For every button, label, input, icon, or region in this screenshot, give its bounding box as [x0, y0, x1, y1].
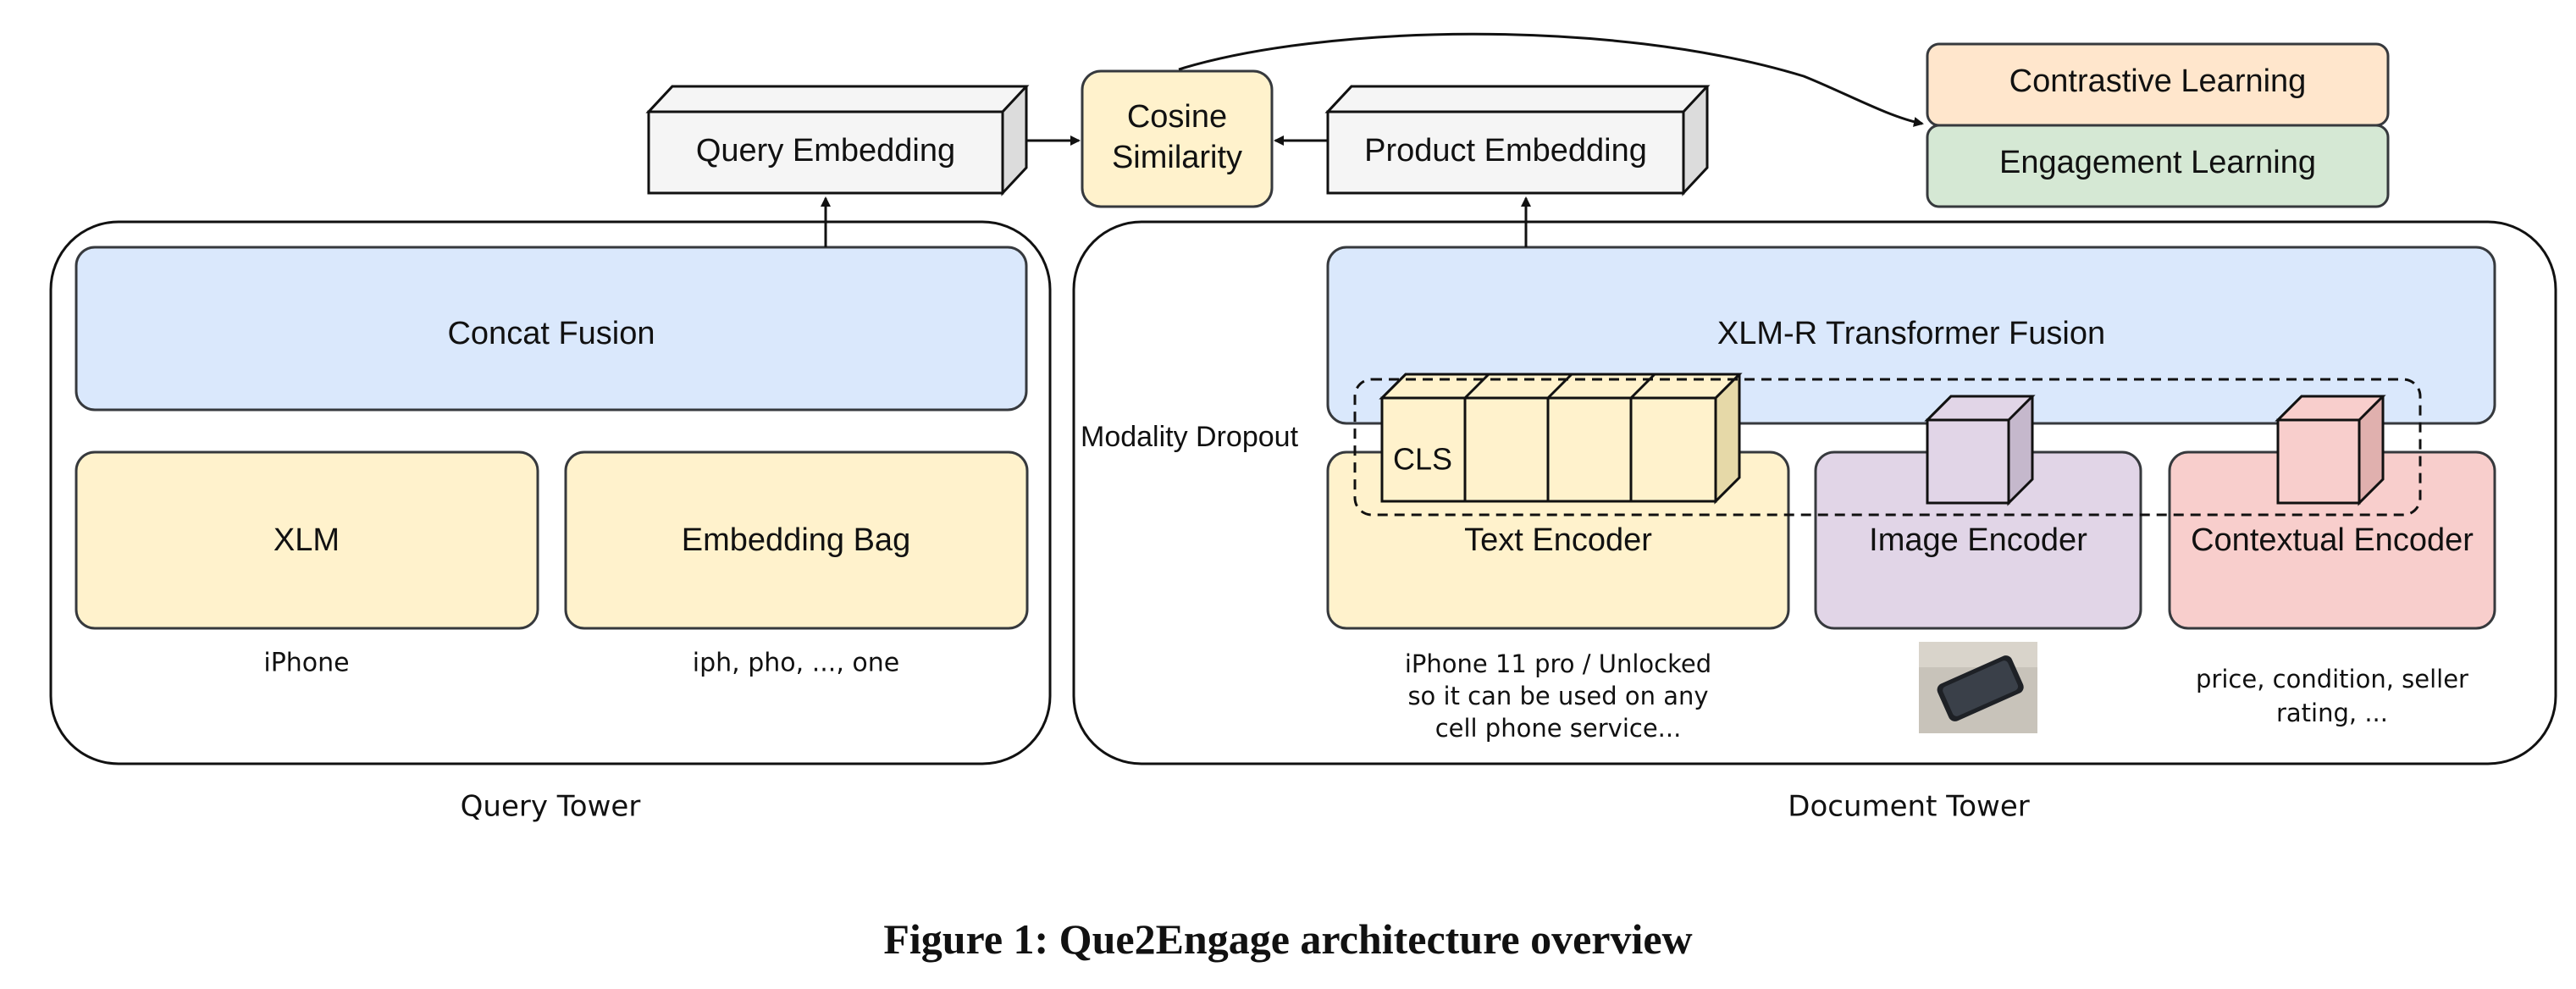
- query-embedding-label: Query Embedding: [696, 133, 955, 169]
- product-embedding-label: Product Embedding: [1364, 133, 1647, 169]
- query-embedding-box: [645, 85, 1030, 196]
- text-input-line: iPhone 11 pro / Unlocked: [1405, 649, 1711, 678]
- product-photo: [1919, 642, 2037, 733]
- embedding-bag-box: [564, 450, 1029, 630]
- product-embedding-box: [1324, 85, 1711, 196]
- cosine-similarity-line: Cosine: [1127, 99, 1227, 135]
- cosine-similarity-box: [1081, 69, 1274, 208]
- query-ngram-input-text: iph, pho, ..., one: [693, 649, 899, 678]
- xlmr-fusion-label: XLM-R Transformer Fusion: [1717, 316, 2105, 351]
- context-input-line: price, condition, seller: [2196, 665, 2468, 693]
- figure-caption: Figure 1: Que2Engage architecture overvi…: [883, 915, 1693, 963]
- query-input-text: iPhone: [263, 649, 349, 678]
- query-tower-label: Query Tower: [461, 790, 641, 824]
- concat-fusion-label: Concat Fusion: [447, 316, 655, 351]
- document-tower-label: Document Tower: [1788, 790, 2029, 824]
- image-token-cube: [1924, 395, 2036, 506]
- text-input-line: so it can be used on any: [1407, 682, 1708, 710]
- context-input-example: price, condition, seller rating, ...: [2196, 665, 2468, 727]
- text-token-cubes: [1379, 373, 1743, 505]
- cls-token-label: CLS: [1393, 442, 1452, 477]
- engagement-learning-box: [1926, 124, 2390, 208]
- cosine-similarity-line: Similarity: [1112, 140, 1242, 175]
- context-input-line: rating, ...: [2276, 699, 2388, 727]
- text-encoder-label: Text Encoder: [1464, 522, 1652, 558]
- text-input-example: iPhone 11 pro / Unlocked so it can be us…: [1405, 649, 1711, 743]
- contextual-encoder-label: Contextual Encoder: [2191, 522, 2474, 558]
- modality-dropout-label: Modality Dropout: [1081, 421, 1299, 453]
- similarity-to-objectives-arrow: [1178, 32, 1924, 127]
- contextual-token-cube: [2275, 395, 2386, 506]
- modality-dropout-region: [1353, 378, 2422, 517]
- text-input-line: cell phone service...: [1435, 714, 1682, 743]
- embedding-bag-label: Embedding Bag: [682, 522, 910, 558]
- concat-fusion-box: [75, 246, 1028, 412]
- xlm-encoder-box: [75, 450, 539, 630]
- contrastive-learning-label: Contrastive Learning: [2009, 64, 2307, 99]
- image-encoder-label: Image Encoder: [1869, 522, 2087, 558]
- engagement-learning-label: Engagement Learning: [1999, 145, 2316, 180]
- xlm-encoder-label: XLM: [274, 522, 340, 558]
